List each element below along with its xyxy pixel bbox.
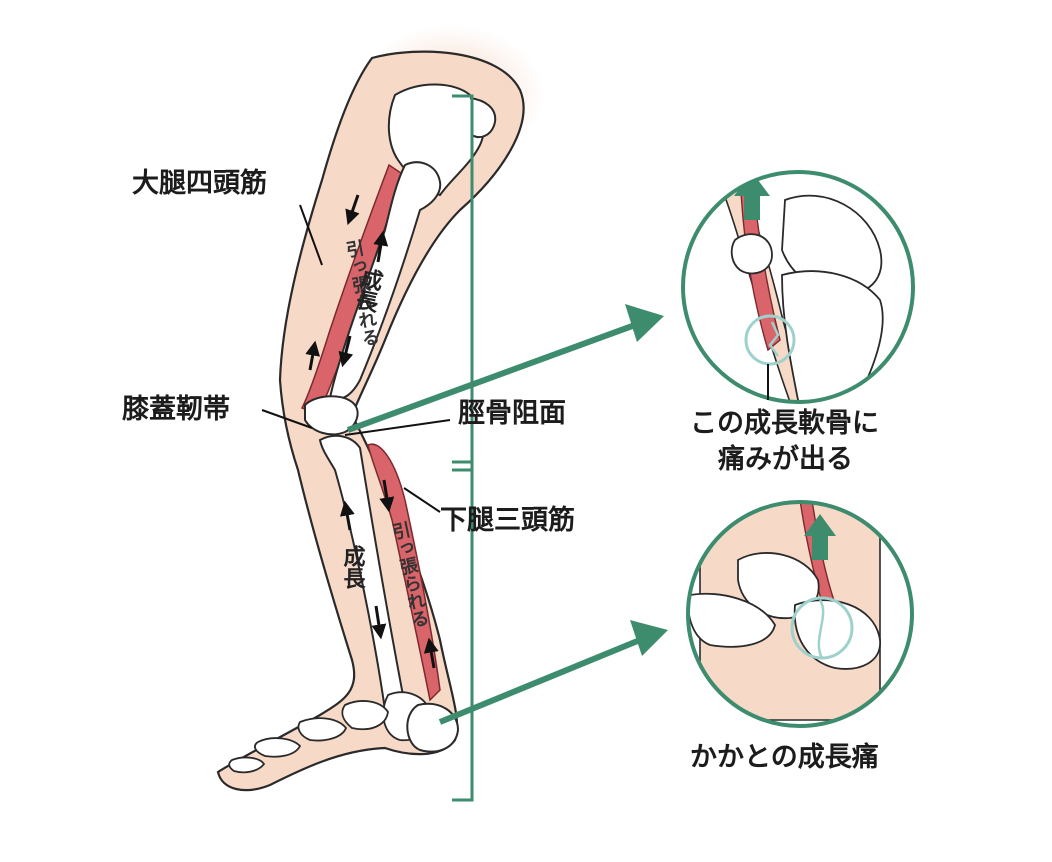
knee-detail-circle xyxy=(681,170,915,404)
shin-bone-growth-text: 成長 xyxy=(340,545,366,590)
foot-bones xyxy=(228,691,431,774)
cartilage-pain-label-line2: 痛みが出る xyxy=(718,444,853,475)
quadriceps-label: 大腿四頭筋 xyxy=(132,168,267,199)
heel-growing-pain-label: かかとの成長痛 xyxy=(690,742,879,773)
heel-detail-circle xyxy=(686,500,914,728)
cartilage-pain-label-line1: この成長軟骨に xyxy=(690,408,879,439)
tibial-tuberosity-label: 脛骨阻面 xyxy=(458,398,566,429)
leader-lines xyxy=(261,204,451,513)
detail-arrows xyxy=(346,304,668,725)
growth-bracket xyxy=(452,94,474,802)
patellar-ligament-label: 膝蓋靭帯 xyxy=(122,394,230,425)
muscle-arrows xyxy=(305,194,439,669)
knee-joint xyxy=(304,395,359,436)
heel-bone xyxy=(406,702,460,753)
triceps-surae-label: 下腿三頭筋 xyxy=(440,505,575,536)
